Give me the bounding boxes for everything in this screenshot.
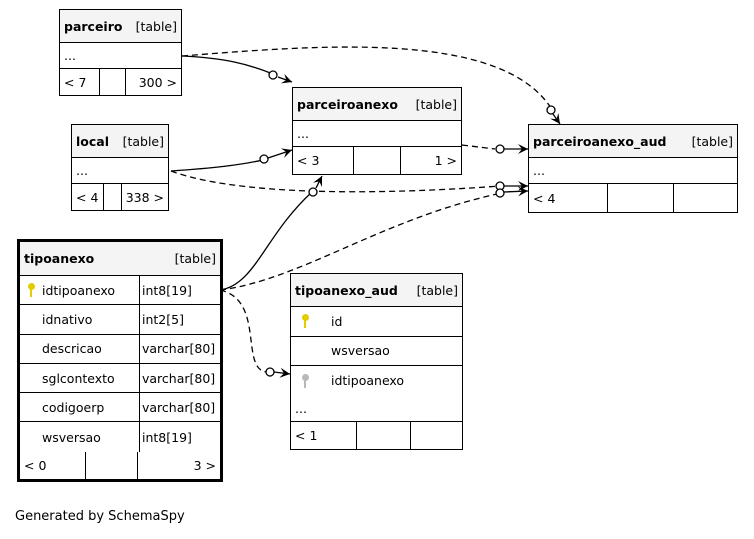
parents-count — [86, 451, 138, 479]
columns-ellipsis: ... — [64, 48, 76, 63]
columns-ellipsis: ... — [76, 163, 88, 178]
table-tag: [table] — [135, 18, 177, 34]
table-tag: [table] — [691, 133, 733, 149]
columns-ellipsis: ... — [295, 400, 307, 416]
column-name: wsversao — [42, 422, 140, 452]
column-name: idtipoanexo — [42, 276, 140, 305]
key-placeholder — [20, 335, 42, 363]
children-count: < 4 — [529, 184, 608, 212]
edge-local-parceiroanexo — [170, 159, 264, 172]
column-row[interactable]: idtipoanexo — [291, 366, 462, 396]
table-parceiroanexo-aud[interactable]: parceiroanexo_aud [table] ... < 4 — [528, 124, 738, 213]
row-count: 3 > — [193, 457, 216, 473]
table-name: tipoanexo_aud — [295, 282, 398, 298]
children-count: < 7 — [60, 69, 100, 95]
key-placeholder — [20, 364, 42, 392]
column-type: int8[19] — [142, 282, 192, 298]
row-count: 338 > — [125, 189, 164, 205]
column-name: idtipoanexo — [331, 373, 405, 389]
key-placeholder — [291, 337, 319, 366]
edge-tipoanexo-parceiroanexo-aud — [219, 193, 498, 291]
table-tag: [table] — [122, 133, 164, 149]
row-count: 1 > — [434, 153, 457, 168]
table-name: parceiroanexo — [297, 96, 398, 112]
column-name: idnativo — [42, 305, 140, 334]
table-parceiroanexo[interactable]: parceiroanexo [table] ... < 3 1 > — [292, 87, 462, 175]
column-row[interactable]: id — [291, 307, 462, 337]
parents-count — [354, 147, 401, 174]
row-count — [411, 422, 462, 449]
column-type: int8[19] — [142, 429, 192, 445]
foreign-key-icon — [301, 373, 309, 388]
table-name: local — [76, 133, 110, 149]
column-type: int2[5] — [142, 311, 184, 327]
key-placeholder — [20, 393, 42, 421]
edge-tipoanexo-tipoanexo-aud — [219, 289, 267, 373]
parents-count — [608, 184, 674, 212]
table-name: parceiro — [64, 18, 123, 34]
row-count — [674, 184, 737, 212]
columns-ellipsis: ... — [297, 126, 309, 141]
column-name: wsversao — [331, 343, 390, 359]
table-name: tipoanexo — [24, 251, 95, 266]
children-count: < 4 — [72, 184, 104, 210]
table-tag: [table] — [416, 282, 458, 298]
table-tipoanexo-aud[interactable]: tipoanexo_aud [table] id wsversao idtipoan… — [290, 273, 463, 450]
key-placeholder — [20, 305, 42, 333]
row-count: 300 > — [138, 74, 177, 90]
column-name: sglcontexto — [42, 363, 140, 393]
table-parceiro[interactable]: parceiro [table] ... < 7 300 > — [59, 9, 182, 96]
column-name: descricao — [42, 334, 140, 363]
parents-count — [100, 69, 126, 95]
table-name: parceiroanexo_aud — [533, 133, 667, 149]
parents-count — [104, 184, 122, 210]
table-local[interactable]: local [table] ... < 4 338 > — [71, 124, 169, 211]
edge-local-parceiroanexo-aud — [170, 170, 501, 193]
parents-count — [357, 421, 411, 449]
children-count: < 1 — [291, 421, 357, 449]
children-count: < 0 — [20, 451, 86, 479]
table-tag: [table] — [174, 251, 216, 266]
edge-parceiro-parceiroanexo — [181, 55, 274, 75]
edge-tipoanexo-parceiroanexo — [219, 191, 313, 291]
primary-key-icon — [301, 314, 309, 329]
column-name: codigoerp — [42, 393, 140, 422]
edge-parceiroanexo-parceiroanexo-aud — [461, 144, 496, 150]
column-type: varchar[80] — [142, 341, 216, 357]
footer-credit: Generated by SchemaSpy — [15, 509, 185, 524]
column-type: varchar[80] — [142, 399, 216, 415]
column-name: id — [331, 313, 343, 329]
columns-ellipsis: ... — [533, 163, 545, 178]
key-placeholder — [20, 422, 42, 451]
column-row[interactable]: wsversao — [291, 337, 462, 366]
table-tag: [table] — [415, 96, 457, 112]
column-type: varchar[80] — [142, 370, 216, 386]
primary-key-icon — [27, 283, 35, 298]
children-count: < 3 — [293, 147, 354, 174]
